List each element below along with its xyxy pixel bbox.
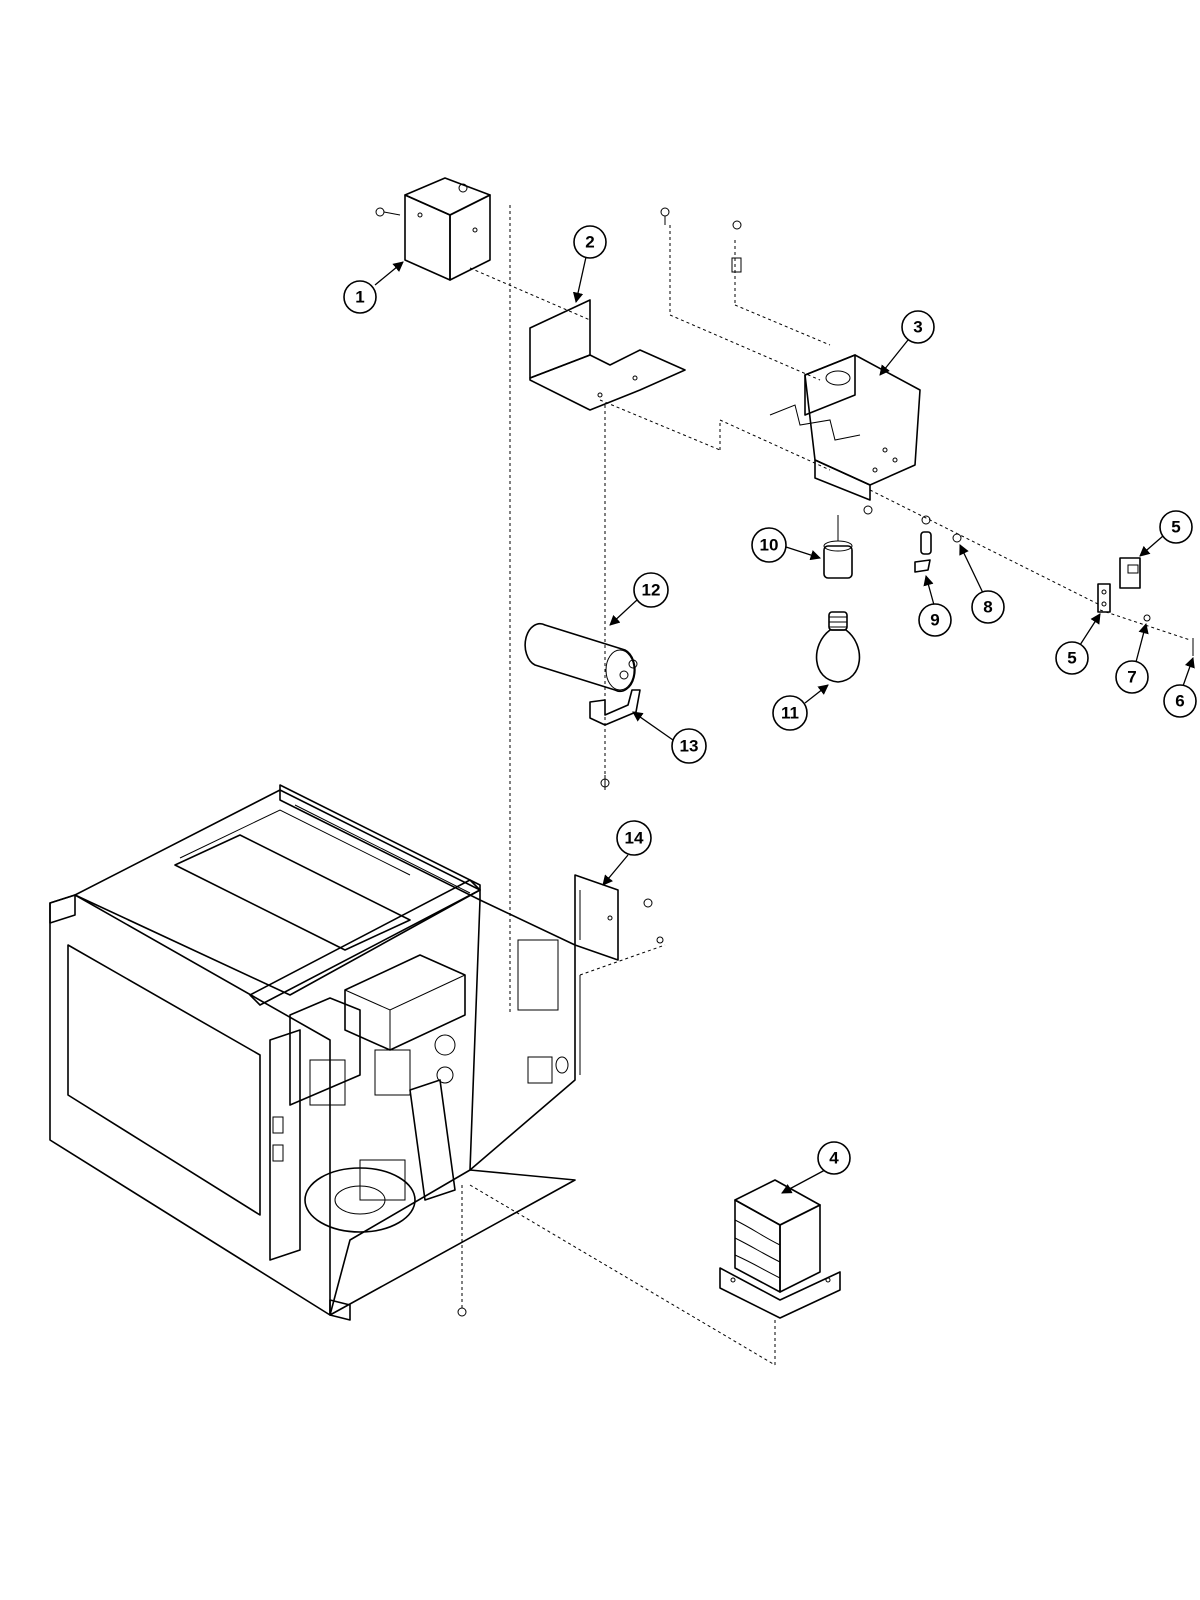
transformer-part-4: [719, 1179, 841, 1319]
capacitor-bracket-part-13: [589, 689, 641, 790]
callout-2-label: 2: [585, 233, 594, 252]
lamp-socket-part-10: [823, 515, 853, 579]
callout-14-label: 14: [625, 829, 644, 848]
lamp-bulb-part-11: [815, 611, 861, 683]
callout-14: 14: [602, 820, 652, 886]
callout-6: 6: [1163, 657, 1197, 718]
callout-5b: 5: [1055, 613, 1101, 675]
callout-12: 12: [609, 572, 669, 626]
side-panel-part-14: [574, 874, 664, 961]
bracket-part-1: [375, 177, 491, 281]
callout-13: 13: [632, 711, 707, 764]
callout-4-label: 4: [829, 1149, 839, 1168]
assembly-guide-lines: [461, 205, 1191, 1366]
callout-9-label: 9: [930, 611, 939, 630]
callout-8-label: 8: [983, 598, 992, 617]
callout-11-label: 11: [781, 704, 799, 723]
lamp-housing-part-3: [660, 207, 921, 515]
callout-11: 11: [772, 684, 829, 731]
callout-7: 7: [1115, 622, 1149, 694]
microwave-chassis: [49, 784, 581, 1321]
callout-8: 8: [959, 544, 1005, 624]
callout-6-label: 6: [1175, 692, 1184, 711]
capacitor-part-12: [524, 622, 638, 693]
callout-3: 3: [879, 310, 935, 376]
callout-5a-label: 5: [1171, 518, 1180, 537]
shelf-plate-part-2: [529, 299, 686, 411]
switch-fittings-parts-8-9: [914, 515, 962, 573]
callout-5b-label: 5: [1067, 649, 1076, 668]
callout-7-label: 7: [1127, 668, 1136, 687]
callout-10-label: 10: [760, 536, 779, 555]
callout-3-label: 3: [913, 318, 922, 337]
callouts: 1 2 3 4 5 5: [343, 225, 1197, 1194]
callout-2: 2: [572, 225, 607, 304]
callout-4: 4: [781, 1141, 851, 1194]
callout-5a: 5: [1139, 510, 1193, 557]
callout-12-label: 12: [642, 581, 661, 600]
callout-9: 9: [918, 574, 952, 637]
interlock-switch-parts-5-6-7: [1097, 557, 1194, 656]
callout-13-label: 13: [680, 737, 699, 756]
callout-1-label: 1: [355, 288, 364, 307]
callout-1: 1: [343, 261, 404, 314]
callout-10: 10: [751, 527, 821, 563]
